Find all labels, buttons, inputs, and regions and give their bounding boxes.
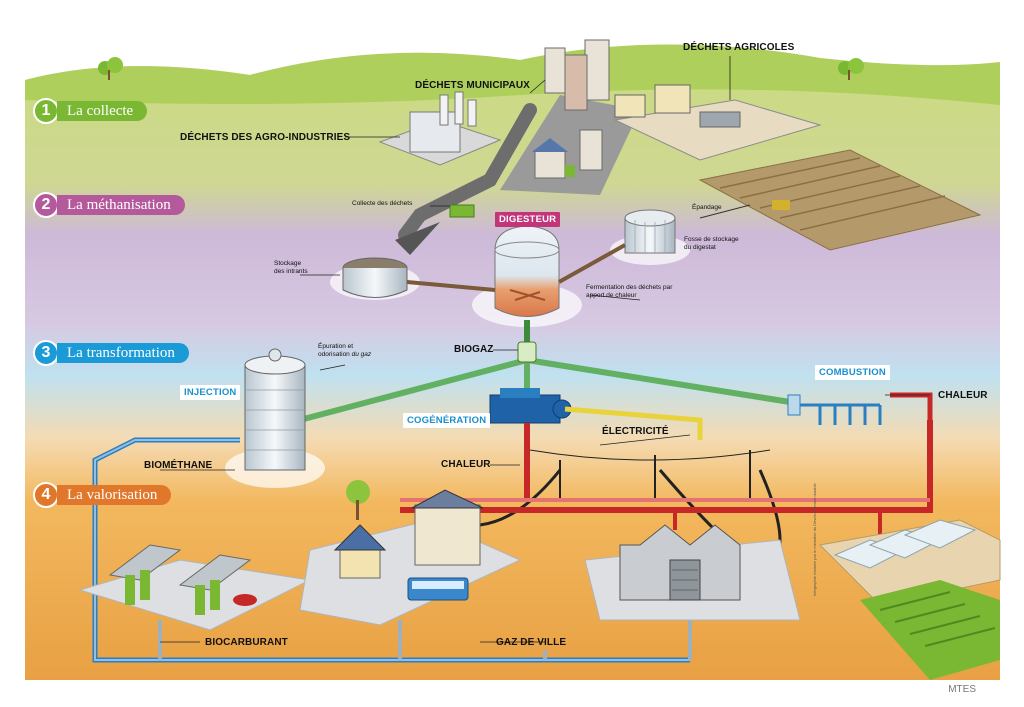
biogas-valve-icon bbox=[517, 341, 537, 363]
collect-arrow-icon bbox=[395, 222, 440, 255]
fuel-station-icon bbox=[108, 544, 257, 615]
step-number: 3 bbox=[33, 340, 59, 366]
step-number: 4 bbox=[33, 482, 59, 508]
label-biocarburant: BIOCARBURANT bbox=[205, 637, 288, 648]
leader-lines bbox=[160, 56, 930, 643]
city-buildings bbox=[333, 489, 484, 601]
step-label: La collecte bbox=[57, 101, 148, 121]
label-gaz-de-ville: GAZ DE VILLE bbox=[496, 637, 567, 648]
step-methanisation: 2 La méthanisation bbox=[33, 192, 185, 218]
label-chaleur-right: CHALEUR bbox=[938, 390, 988, 401]
pipe-input bbox=[406, 280, 496, 292]
step-number: 2 bbox=[33, 192, 59, 218]
side-credit-text: Infographie réalisée par le ministère du… bbox=[812, 483, 817, 596]
label-collecte-dechets: Collecte des déchets bbox=[352, 200, 413, 207]
collect-truck-icon bbox=[449, 204, 475, 218]
digester-tank bbox=[472, 225, 582, 327]
spreading-arrow bbox=[699, 204, 751, 219]
step-transformation: 3 La transformation bbox=[33, 340, 189, 366]
label-fosse: Fosse de stockage du digestat bbox=[684, 236, 739, 251]
greenhouses bbox=[818, 519, 1001, 680]
label-chaleur-mid: CHALEUR bbox=[441, 459, 491, 470]
label-stockage: Stockage des intrants bbox=[274, 260, 308, 275]
label-epandage: Épandage bbox=[692, 204, 722, 211]
agro-industry-factory bbox=[378, 91, 502, 166]
cogeneration-engine bbox=[489, 388, 572, 424]
factory-building bbox=[619, 524, 741, 601]
pipe-digestate bbox=[558, 243, 626, 284]
tag-combustion: COMBUSTION bbox=[815, 365, 890, 380]
credit-mtes: MTES bbox=[948, 684, 976, 695]
hills bbox=[25, 44, 1000, 105]
step-label: La transformation bbox=[57, 343, 189, 363]
label-fermentation: Fermentation des déchets par apport de c… bbox=[586, 284, 673, 299]
label-dechets-agricoles: DÉCHETS AGRICOLES bbox=[683, 42, 795, 53]
town-buildings bbox=[500, 39, 640, 195]
purification-column bbox=[225, 348, 325, 488]
step-label: La méthanisation bbox=[57, 195, 185, 215]
label-epuration: Épuration et odorisation du gaz bbox=[318, 343, 373, 359]
tag-digesteur: DIGESTEUR bbox=[495, 212, 561, 227]
heat-pipes bbox=[400, 420, 933, 535]
step-valorisation: 4 La valorisation bbox=[33, 482, 172, 508]
step-label: La valorisation bbox=[57, 485, 172, 505]
label-electricite: ÉLECTRICITÉ bbox=[602, 426, 669, 437]
label-du-gaz: du gaz bbox=[351, 351, 372, 358]
tag-injection: INJECTION bbox=[180, 385, 241, 400]
electricity-cable bbox=[564, 406, 703, 440]
tree-icon bbox=[98, 57, 864, 520]
input-storage-tank bbox=[330, 257, 420, 300]
step-collecte: 1 La collecte bbox=[33, 98, 148, 124]
label-dechets-agro: DÉCHETS DES AGRO-INDUSTRIES bbox=[180, 132, 351, 143]
tag-cogeneration: COGÉNÉRATION bbox=[403, 413, 491, 428]
combustion-burner bbox=[787, 392, 933, 425]
step-number: 1 bbox=[33, 98, 59, 124]
collect-road bbox=[398, 103, 537, 242]
gas-network-pipes bbox=[158, 615, 692, 660]
label-dechets-municipaux: DÉCHETS MUNICIPAUX bbox=[415, 80, 530, 91]
label-biomethane: BIOMÉTHANE bbox=[144, 460, 213, 471]
label-epuration-text: Épuration et odorisation bbox=[318, 343, 354, 358]
label-biogaz: BIOGAZ bbox=[454, 344, 494, 355]
farm-fields bbox=[613, 84, 982, 251]
digestate-storage-tank bbox=[610, 209, 690, 265]
